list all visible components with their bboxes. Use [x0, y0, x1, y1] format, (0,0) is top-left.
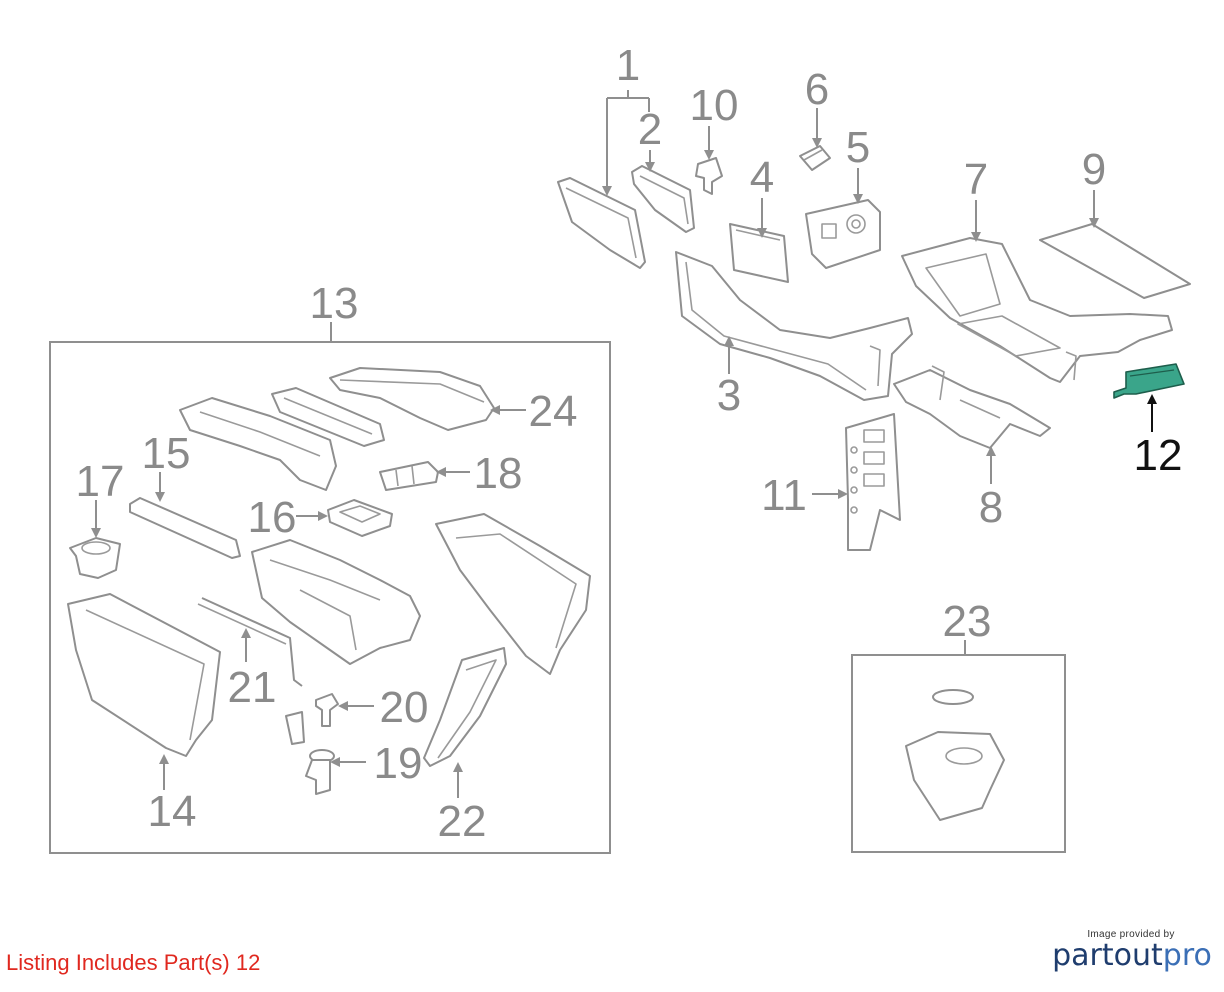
leader-lines	[91, 90, 1157, 798]
image-credit-caption: Image provided by	[1087, 929, 1175, 940]
part-21-rod[interactable]	[197, 597, 303, 687]
part-20-clip[interactable]	[315, 693, 339, 727]
callout-18[interactable]: 18	[474, 449, 523, 498]
part-19-fastener[interactable]	[305, 749, 335, 795]
callout-24[interactable]: 24	[529, 387, 578, 436]
callout-6[interactable]: 6	[805, 65, 829, 114]
part-1-trim-panel[interactable]	[557, 177, 646, 269]
callout-20[interactable]: 20	[380, 683, 429, 732]
part-7-console-box[interactable]	[901, 237, 1173, 383]
callout-2[interactable]: 2	[638, 105, 662, 154]
part-console-body[interactable]	[251, 539, 421, 665]
callout-21[interactable]: 21	[228, 663, 277, 712]
part-15-trim-strip[interactable]	[129, 497, 241, 559]
group-box-23	[851, 654, 1066, 853]
callout-9[interactable]: 9	[1082, 145, 1106, 194]
brand-text-b: pro	[1162, 938, 1212, 973]
part-9-mat[interactable]	[1039, 223, 1191, 299]
part-11-plate[interactable]	[845, 413, 901, 551]
part-hinge-strip[interactable]	[271, 387, 385, 447]
callout-3[interactable]: 3	[717, 371, 741, 420]
part-6-switch[interactable]	[799, 145, 831, 171]
part-23-cup-insert[interactable]	[905, 689, 1005, 821]
callout-17[interactable]: 17	[76, 457, 125, 506]
callout-15[interactable]: 15	[142, 429, 191, 478]
callout-11[interactable]: 11	[761, 471, 807, 520]
callout-1[interactable]: 1	[616, 41, 640, 90]
part-18-clip[interactable]	[379, 461, 439, 491]
callout-5[interactable]: 5	[846, 123, 870, 172]
listing-note: Listing Includes Part(s) 12	[6, 950, 261, 975]
part-14-side-panel[interactable]	[67, 593, 221, 757]
callout-4[interactable]: 4	[750, 153, 774, 202]
part-8-bracket[interactable]	[893, 365, 1051, 449]
callout-14[interactable]: 14	[148, 787, 197, 836]
callout-22[interactable]: 22	[438, 797, 487, 846]
part-upper-frame[interactable]	[179, 397, 337, 491]
part-4-pad[interactable]	[729, 223, 789, 283]
callout-12[interactable]: 12	[1134, 431, 1183, 480]
callout-8[interactable]: 8	[979, 483, 1003, 532]
callout-13[interactable]: 13	[310, 279, 359, 328]
part-17-cup-holder[interactable]	[69, 537, 121, 579]
part-16-bezel[interactable]	[327, 499, 393, 537]
callout-23[interactable]: 23	[943, 597, 992, 646]
part-5-switch-bezel[interactable]	[805, 199, 881, 269]
brand-text-a: partout	[1052, 938, 1163, 973]
callout-16[interactable]: 16	[248, 493, 297, 542]
callout-7[interactable]: 7	[964, 155, 988, 204]
part-10-clip[interactable]	[695, 157, 723, 195]
part-right-side-panel[interactable]	[435, 513, 591, 675]
part-small-clip[interactable]	[285, 711, 305, 745]
partoutpro-logo: partoutpro	[1052, 938, 1212, 973]
part-3-console-panel[interactable]	[675, 251, 913, 401]
callout-19[interactable]: 19	[374, 739, 423, 788]
part-22-panel[interactable]	[423, 647, 507, 767]
callout-10[interactable]: 10	[690, 81, 739, 130]
part-12-bracket[interactable]	[1113, 363, 1185, 399]
part-24-armrest-lid[interactable]	[329, 367, 495, 431]
part-2-trim-panel[interactable]	[631, 165, 695, 233]
